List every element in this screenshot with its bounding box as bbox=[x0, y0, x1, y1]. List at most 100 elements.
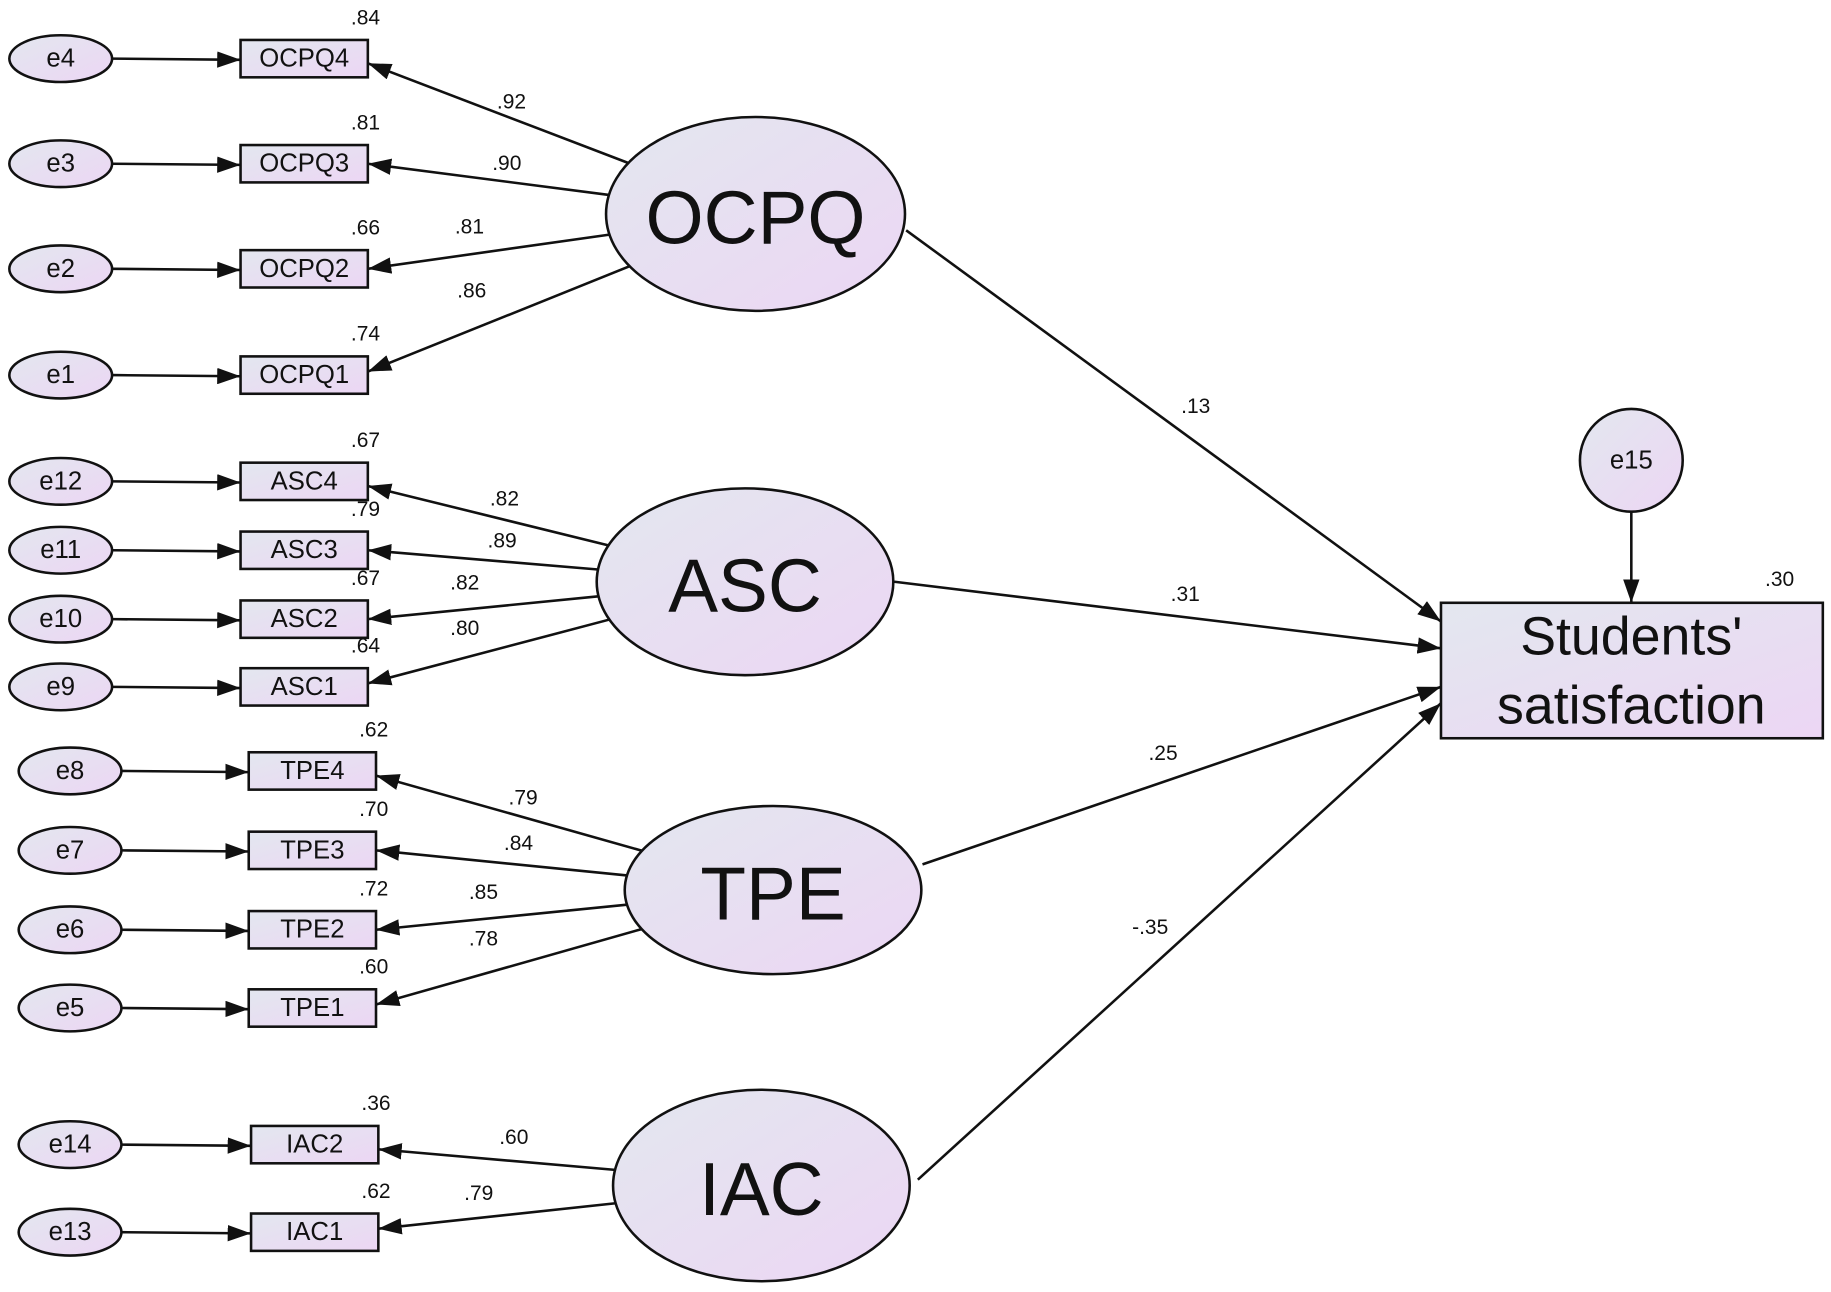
error-term-ellipse bbox=[17, 1119, 123, 1170]
factor-loading-arrow bbox=[367, 595, 599, 625]
outcome-error-circle bbox=[1578, 407, 1684, 513]
indicator-r2-label: .67 bbox=[351, 429, 380, 452]
indicator-r2-label: .79 bbox=[351, 498, 380, 521]
latent-factor-ellipse bbox=[623, 804, 923, 976]
indicator-box bbox=[239, 530, 370, 571]
error-path-arrow bbox=[112, 474, 241, 491]
error-term-ellipse bbox=[8, 33, 114, 84]
factor-loading-label: .82 bbox=[490, 487, 519, 510]
factor-loading-label: .78 bbox=[469, 928, 498, 951]
indicator-label: OCPQ2 bbox=[259, 255, 349, 283]
structural-path-arrow bbox=[916, 702, 1442, 1181]
indicator-label: ASC4 bbox=[271, 467, 338, 495]
error-term-ellipse bbox=[8, 350, 114, 400]
outcome-label-line2: satisfaction bbox=[1497, 676, 1766, 736]
error-path-arrow bbox=[112, 367, 241, 385]
error-term-ellipse bbox=[17, 983, 123, 1033]
latent-factor-label: OCPQ bbox=[645, 175, 865, 259]
indicator-r2-label: .36 bbox=[361, 1092, 390, 1115]
error-path-arrow bbox=[112, 679, 241, 696]
indicator-r2-label: .70 bbox=[359, 798, 388, 821]
indicator-box bbox=[239, 666, 370, 707]
structural-path-coefficient: .31 bbox=[1171, 583, 1200, 606]
structural-path-arrow bbox=[922, 685, 1442, 866]
factor-loading-label: .81 bbox=[455, 215, 484, 238]
factor-loading-label: .90 bbox=[492, 152, 521, 175]
factor-loading-label: .79 bbox=[464, 1182, 493, 1205]
error-path-arrow bbox=[121, 1224, 252, 1242]
indicator-label: TPE3 bbox=[280, 836, 344, 864]
error-term-label: e12 bbox=[39, 467, 82, 495]
error-term-ellipse bbox=[17, 746, 123, 796]
factor-loading-label: .60 bbox=[499, 1126, 528, 1149]
factor-loading-label: .85 bbox=[469, 881, 498, 904]
error-path-arrow bbox=[112, 611, 241, 629]
error-path-arrow bbox=[121, 843, 249, 860]
factor-loading-label: .84 bbox=[504, 832, 534, 855]
indicator-box bbox=[239, 143, 370, 184]
factor-loading-arrow bbox=[367, 158, 610, 197]
indicator-r2-label: .81 bbox=[351, 111, 380, 134]
indicator-label: OCPQ1 bbox=[259, 361, 349, 389]
indicator-r2-label: .84 bbox=[351, 6, 381, 29]
error-term-label: e4 bbox=[46, 45, 75, 73]
indicator-box bbox=[247, 750, 378, 791]
error-term-label: e7 bbox=[56, 836, 85, 864]
error-path-arrow bbox=[121, 922, 249, 939]
indicator-label: ASC1 bbox=[271, 673, 338, 701]
factor-loading-arrow bbox=[367, 483, 609, 547]
indicator-box bbox=[247, 830, 378, 871]
factor-loading-arrow bbox=[367, 233, 610, 274]
factor-loading-label: .80 bbox=[450, 617, 479, 640]
structural-path-coefficient: .25 bbox=[1148, 742, 1177, 765]
indicator-box bbox=[247, 909, 378, 950]
latent-factor-ellipse bbox=[611, 1088, 911, 1283]
indicator-label: IAC1 bbox=[286, 1218, 343, 1246]
indicator-label: OCPQ4 bbox=[259, 45, 349, 73]
latent-factor-label: TPE bbox=[700, 852, 845, 936]
error-term-label: e10 bbox=[39, 605, 82, 633]
indicator-r2-label: .66 bbox=[351, 216, 380, 239]
indicator-box bbox=[249, 1124, 380, 1165]
error-path-arrow bbox=[112, 543, 241, 560]
indicator-box bbox=[249, 1212, 380, 1253]
indicator-r2-label: .64 bbox=[351, 634, 381, 657]
indicator-label: TPE2 bbox=[280, 916, 344, 944]
error-path-arrow bbox=[112, 51, 241, 68]
error-path-arrow bbox=[121, 1137, 252, 1154]
indicator-label: IAC2 bbox=[286, 1131, 343, 1159]
error-path-arrow bbox=[121, 1000, 249, 1018]
factor-loading-arrow bbox=[367, 62, 629, 165]
indicator-label: ASC3 bbox=[271, 536, 338, 564]
error-term-label: e2 bbox=[46, 255, 75, 283]
error-term-ellipse bbox=[8, 594, 114, 644]
factor-loading-label: .89 bbox=[488, 529, 517, 552]
latent-factor-label: ASC bbox=[668, 543, 822, 627]
indicator-box bbox=[239, 248, 370, 289]
indicator-r2-label: .72 bbox=[359, 877, 388, 900]
error-term-ellipse bbox=[8, 139, 114, 189]
error-path-arrow bbox=[112, 261, 241, 278]
error-term-label: e5 bbox=[56, 994, 85, 1022]
factor-loading-label: .79 bbox=[509, 786, 538, 809]
structural-path-coefficient: .13 bbox=[1181, 395, 1210, 418]
structural-path-coefficient: -.35 bbox=[1132, 916, 1168, 939]
outcome-label-line1: Students' bbox=[1520, 607, 1742, 667]
indicator-box bbox=[239, 599, 370, 640]
factor-loading-arrow bbox=[367, 544, 599, 571]
indicator-r2-label: .62 bbox=[361, 1180, 390, 1203]
error-path-arrow bbox=[112, 156, 241, 173]
indicator-label: TPE4 bbox=[280, 757, 344, 785]
error-term-ellipse bbox=[8, 456, 114, 506]
error-term-label: e8 bbox=[56, 757, 85, 785]
latent-factor-ellipse bbox=[595, 487, 895, 677]
error-term-ellipse bbox=[8, 244, 114, 294]
latent-factor-label: IAC bbox=[699, 1147, 824, 1231]
error-term-label: e9 bbox=[46, 673, 75, 701]
error-term-label: e13 bbox=[49, 1218, 92, 1246]
factor-loading-arrow bbox=[375, 927, 643, 1006]
factor-loading-arrow bbox=[375, 903, 628, 936]
error-term-label: e1 bbox=[46, 361, 75, 389]
